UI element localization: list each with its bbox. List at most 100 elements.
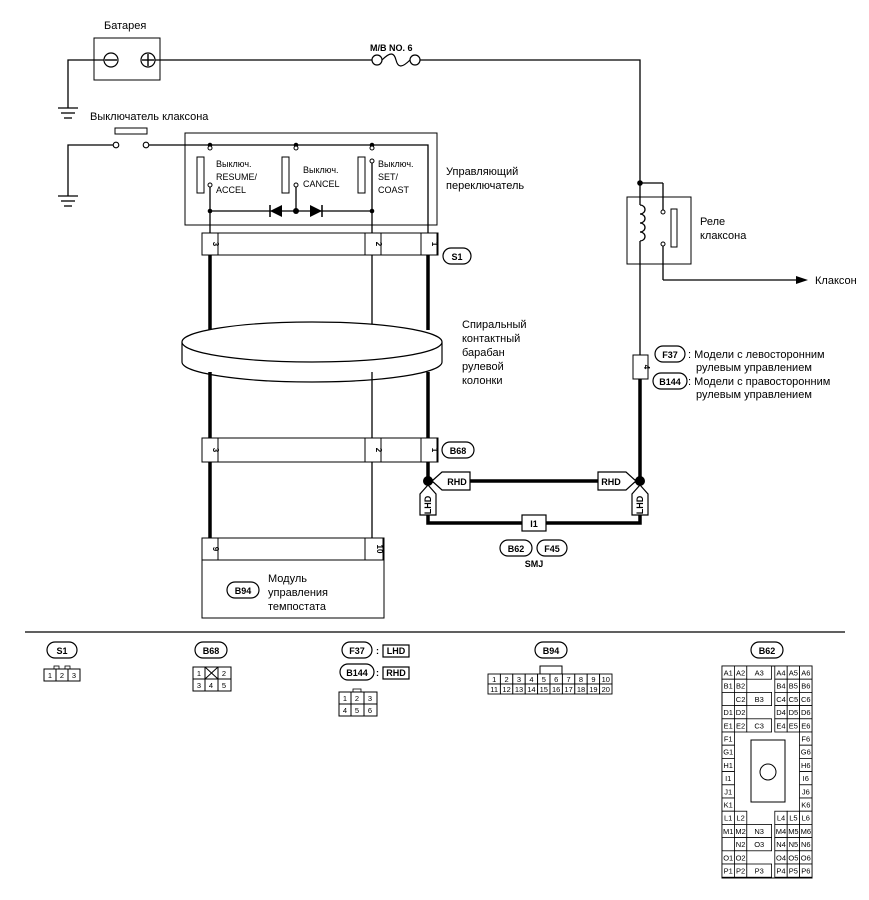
- b62-legend-pin: B3: [755, 695, 764, 704]
- s1-pin3-label: 3: [211, 242, 220, 247]
- legend-f37-pin-5: 5: [355, 706, 359, 715]
- horn-switch-contact-left: [112, 141, 120, 149]
- b94-legend-pin: 12: [502, 685, 510, 694]
- b62-legend-pin: K1: [724, 801, 733, 810]
- b62-legend-pin: B6: [801, 682, 810, 691]
- i1-text: I1: [530, 519, 538, 529]
- b94-legend-pin: 11: [490, 685, 498, 694]
- connector-b144-tag: B144: [652, 372, 688, 390]
- legend-f37-pin-1: 1: [343, 694, 347, 703]
- battery-label: Батарея: [104, 20, 146, 32]
- b62-center-hole: [759, 763, 777, 781]
- b62-legend-pin: N3: [754, 827, 764, 836]
- b62-legend-pin: C2: [736, 695, 746, 704]
- b62-legend-pin: L2: [736, 814, 744, 823]
- s1-pin2-cell: [364, 232, 382, 256]
- horn-switch-label: Выключатель клаксона: [90, 111, 209, 123]
- ground-symbol-battery: [58, 107, 78, 119]
- b68-pin1-label: 1: [430, 448, 439, 453]
- legend-b68-pin-3: 3: [197, 681, 201, 690]
- battery-ground-wire: [67, 59, 104, 108]
- legend-s1-tag-text: S1: [56, 646, 67, 656]
- b94-legend-pin: 19: [589, 685, 597, 694]
- lhd-label-left: LHD: [419, 484, 437, 516]
- b62-legend-pin: M4: [776, 827, 786, 836]
- b94-legend-pin: 15: [540, 685, 548, 694]
- b68-pin2-label: 2: [374, 448, 383, 453]
- legend-rhd-text: RHD: [386, 668, 406, 678]
- control-switch-label-2: переключатель: [446, 180, 524, 192]
- cancel-switch: [281, 142, 299, 211]
- b94-pin10-label: 10: [375, 545, 384, 554]
- b94-legend-pin: 9: [591, 675, 595, 684]
- harness-middle: [208, 372, 430, 438]
- b94-legend-pin: 10: [602, 675, 610, 684]
- battery-plus-terminal: [140, 52, 156, 68]
- b62-legend-pin: I6: [803, 774, 809, 783]
- b62-legend-pin: M1: [723, 827, 733, 836]
- horn-relay-label-2: клаксона: [700, 230, 747, 242]
- legend-f37-b144: F37 : LHD B144 : RHD 1 2 3 4 5 6: [338, 641, 410, 717]
- legend-b68-tag-text: B68: [203, 646, 220, 656]
- harness-upper: [208, 255, 430, 330]
- horn-output-wire: [663, 276, 808, 284]
- b94-legend-pin: 3: [517, 675, 521, 684]
- b94-pin9-label: 9: [211, 547, 220, 552]
- b62-legend-pin: N4: [776, 840, 786, 849]
- b62-legend-cell: [746, 718, 772, 733]
- b62-legend-pin: O3: [754, 840, 764, 849]
- b94-legend-pin: 6: [554, 675, 558, 684]
- b144-note-2: рулевым управлением: [696, 389, 812, 401]
- drum-label-2: контактный: [462, 333, 520, 345]
- horn-relay-label-1: Реле: [700, 216, 725, 228]
- legend-s1-pin-3: 3: [72, 671, 76, 680]
- b144-note-1: : Модели с правосторонним: [688, 376, 830, 388]
- horn-relay-box: [626, 196, 692, 265]
- b62-legend-pin: E5: [789, 721, 798, 730]
- horn-label: Клаксон: [815, 275, 857, 287]
- connector-i1: I1: [521, 514, 547, 532]
- b62-legend-pin: D4: [776, 708, 786, 717]
- b62-legend-pin: D6: [801, 708, 811, 717]
- b62-legend-pin: O4: [776, 853, 786, 862]
- b94-legend-pin: 13: [515, 685, 523, 694]
- connector-b62-tag: B62: [499, 539, 533, 557]
- b62-legend-pin: D1: [723, 708, 733, 717]
- legend-s1-pin-2: 2: [60, 671, 64, 680]
- b62-legend-pin: C3: [754, 721, 764, 730]
- set-label-3: COAST: [378, 185, 410, 195]
- b62-legend-pin: P6: [801, 867, 810, 876]
- svg-text::: :: [376, 646, 379, 656]
- b62-legend-pin: O5: [788, 853, 798, 862]
- b94-legend-pin: 7: [567, 675, 571, 684]
- b62-legend-pin: I1: [725, 774, 731, 783]
- b62-legend-pin: A4: [776, 669, 785, 678]
- drum-label-3: барабан: [462, 347, 505, 359]
- resume-label-3: ACCEL: [216, 185, 246, 195]
- s1-pin1-label: 1: [430, 242, 439, 247]
- connector-b94-tag: B94: [226, 581, 260, 599]
- legend-s1: S1 1 2 3: [43, 641, 81, 682]
- b62-legend-cell: [746, 837, 772, 852]
- cancel-label-1: Выключ.: [303, 165, 339, 175]
- harness-lower: [208, 462, 373, 538]
- horn-line-internal: [185, 144, 429, 233]
- junction-right: [635, 476, 645, 486]
- b62-legend-pin: M5: [788, 827, 798, 836]
- b62-legend-pin: N6: [801, 840, 811, 849]
- b62-legend-pin: N2: [736, 840, 746, 849]
- b62-legend-pin: L5: [789, 814, 797, 823]
- module-label-2: управления: [268, 587, 328, 599]
- rhd-right-text: RHD: [601, 477, 621, 487]
- set-label-2: SET/: [378, 172, 399, 182]
- b62-legend-pin: L4: [777, 814, 785, 823]
- legend-b94-tag-text: B94: [543, 646, 560, 656]
- resume-label-2: RESUME/: [216, 172, 258, 182]
- horn-relay-internals: [637, 180, 678, 280]
- b62-legend-cell: [746, 863, 772, 878]
- b94-legend-pin: 1: [492, 675, 496, 684]
- b62-legend-pin: P2: [736, 867, 745, 876]
- legend-b68-pin-1: 1: [197, 669, 201, 678]
